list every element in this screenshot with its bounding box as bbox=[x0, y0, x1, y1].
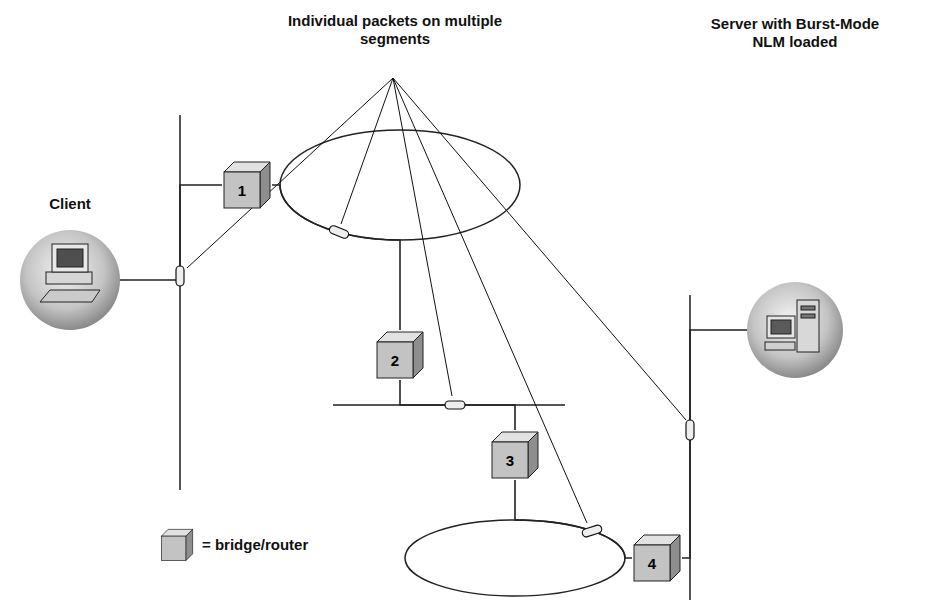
router-cube bbox=[222, 160, 272, 210]
network-link bbox=[125, 185, 222, 280]
router-cube bbox=[375, 330, 425, 380]
server-computer: Server with Burst-Mode NLM loaded bbox=[710, 15, 880, 385]
token-ring bbox=[405, 520, 625, 596]
computer-icon bbox=[710, 275, 880, 385]
lan-segment bbox=[179, 115, 181, 490]
callout-number: 3 bbox=[492, 442, 528, 478]
network-link bbox=[682, 330, 710, 558]
client-computer: Client bbox=[15, 195, 125, 335]
network-link bbox=[272, 185, 400, 330]
callout-number: 2 bbox=[377, 342, 413, 378]
callout-label: Individual packets on multiple segments bbox=[285, 12, 505, 48]
node-heading: Client bbox=[15, 195, 125, 213]
callout-number: 1 bbox=[224, 172, 260, 208]
bridge-router: 4 bbox=[632, 533, 682, 583]
computer-icon bbox=[15, 225, 125, 335]
legend-cube bbox=[160, 528, 194, 562]
callout-number: 4 bbox=[634, 545, 670, 581]
network-link bbox=[515, 480, 632, 558]
network-link bbox=[400, 380, 515, 430]
leader-lines bbox=[187, 78, 686, 523]
bridge-router: 3 bbox=[490, 430, 540, 480]
packet bbox=[176, 225, 694, 538]
router-cube bbox=[632, 533, 682, 583]
legend-text: = bridge/router bbox=[202, 536, 308, 554]
legend-entry: = bridge/router bbox=[160, 528, 308, 562]
router-cube bbox=[160, 528, 194, 562]
node-heading: Server with Burst-Mode NLM loaded bbox=[710, 15, 880, 51]
router-cube bbox=[490, 430, 540, 480]
bridge-router: 1 bbox=[222, 160, 272, 210]
bridge-router: 2 bbox=[375, 330, 425, 380]
